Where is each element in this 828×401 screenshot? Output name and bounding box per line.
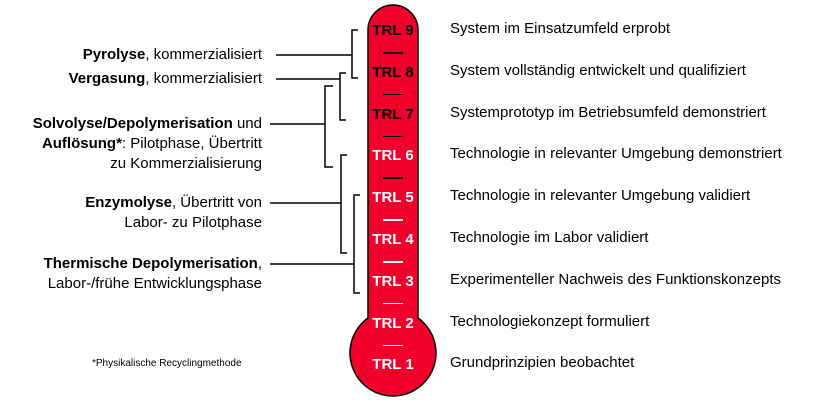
trl-level-description: Technologie im Labor validiert [450,229,649,246]
level-separator [383,177,403,179]
level-separator [383,302,403,305]
trl-level-description: Technologiekonzept formuliert [450,312,650,330]
footnote: *Physikalische Recyclingmethode [92,358,242,369]
level-separator [383,93,403,96]
label-pyrolyse: Pyrolyse, kommerzialisiert [82,46,262,63]
trl-level-label: TRL 2 [372,314,414,332]
label-vergasung: Vergasung, kommerzialisiert [68,70,262,87]
trl-level-label: TRL 8 [372,63,414,81]
level-separator [383,52,403,54]
trl-level-label: TRL 6 [372,147,414,165]
trl-level-description: Technologie in relevanter Umgebung demon… [450,145,782,163]
trl-level-label: TRL 4 [372,231,414,248]
trl-level-label: TRL 7 [372,105,414,123]
trl-level-label: TRL 9 [372,22,414,39]
trl-level-description: Systemprototyp im Betriebsumfeld demonst… [450,103,766,121]
trl-level-description: System vollständig entwickelt und qualif… [450,61,746,79]
trl-level-description: System im Einsatzumfeld erprobt [450,20,671,37]
trl-level-label: TRL 3 [372,272,414,290]
label-thermische-depolymerisation: Thermische Depolymerisation,Labor-/frühe… [43,255,262,292]
trl-level-label: TRL 5 [372,189,414,207]
level-separator [383,261,403,263]
level-separator [383,344,403,347]
level-separator [383,135,403,138]
trl-level-label: TRL 1 [372,356,414,374]
trl-level-description: Grundprinzipien beobachtet [450,354,635,372]
brackets [270,29,360,294]
thermometer [349,4,437,397]
trl-level-description: Technologie in relevanter Umgebung valid… [450,187,751,205]
trl-level-description: Experimenteller Nachweis des Funktionsko… [450,270,781,288]
level-separator [383,219,403,221]
